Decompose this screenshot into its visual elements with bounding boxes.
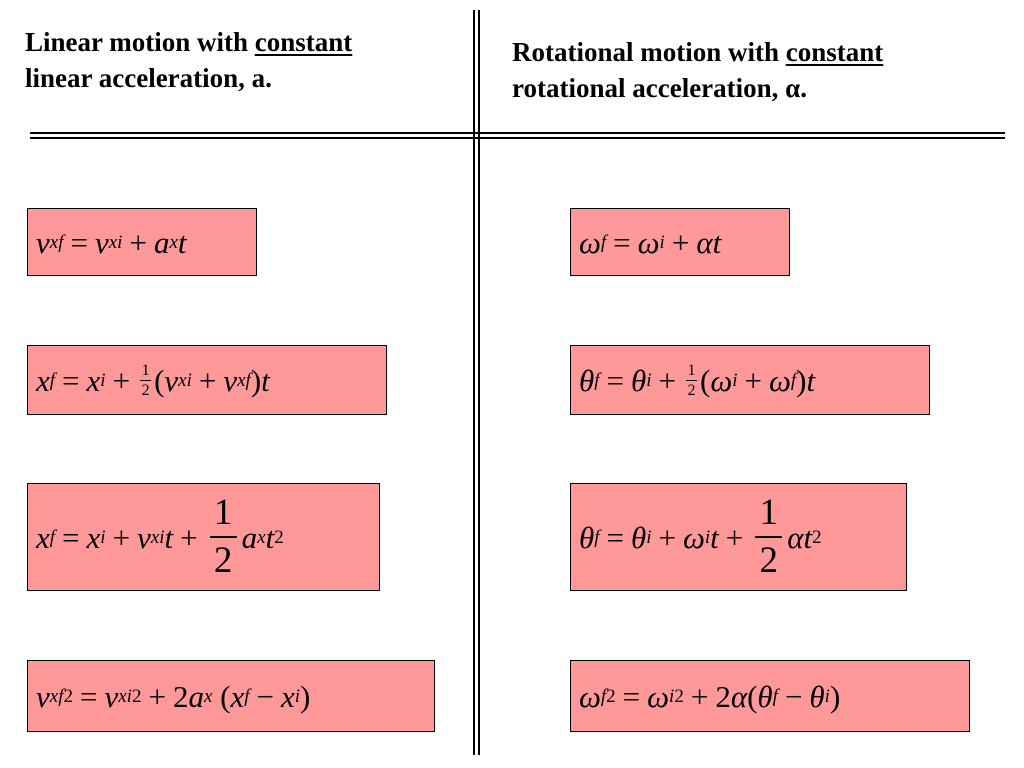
column-divider-left: [473, 10, 475, 755]
heading-linear: Linear motion with constant linear accel…: [25, 24, 465, 96]
header-divider-bottom: [30, 137, 1005, 139]
column-divider-right: [478, 10, 480, 755]
heading-linear-underlined: constant: [254, 27, 353, 57]
heading-rotational-underlined: constant: [785, 37, 884, 67]
heading-rotational: Rotational motion with constant rotation…: [512, 34, 1012, 106]
heading-rotational-lead: Rotational motion with: [512, 37, 786, 67]
heading-linear-rest: linear acceleration, a.: [25, 63, 272, 93]
heading-linear-lead: Linear motion with: [25, 27, 255, 57]
header-divider-top: [30, 132, 1005, 134]
heading-rotational-rest: rotational acceleration, α.: [512, 73, 807, 103]
